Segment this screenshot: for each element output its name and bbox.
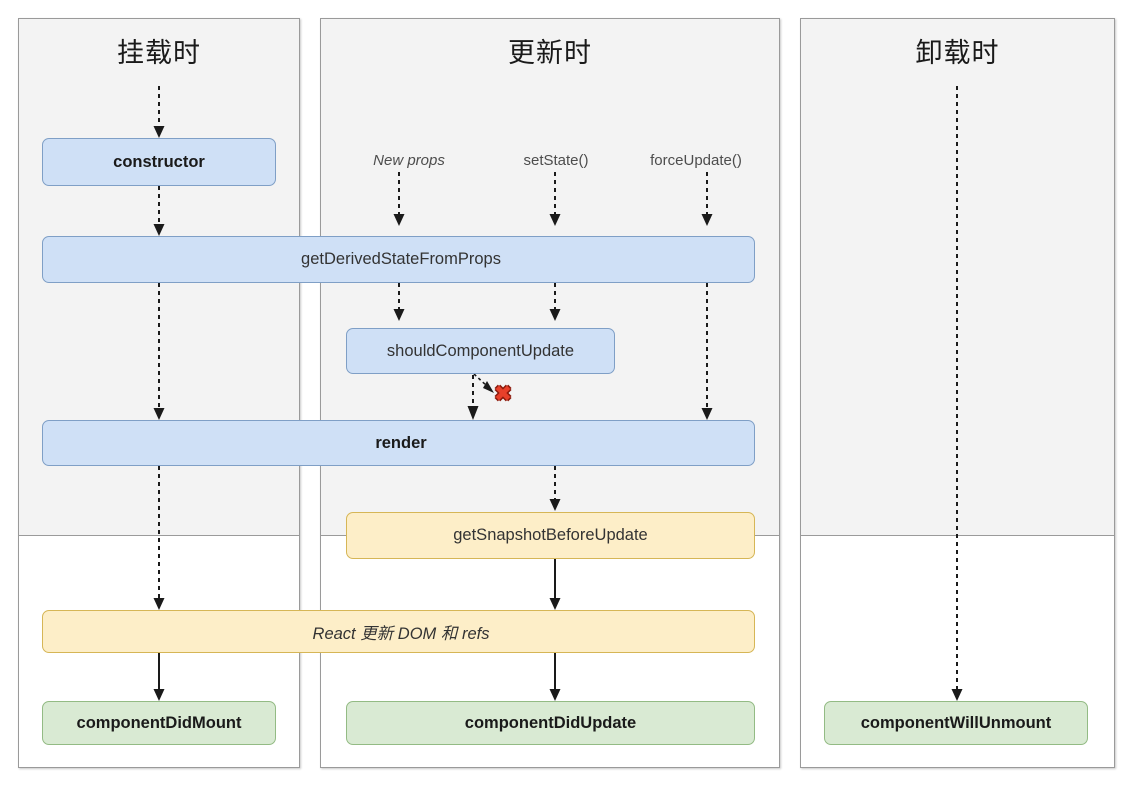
lifecycle-node-react-updates-dom-label: React 更新 DOM 和 refs — [312, 624, 490, 643]
lifecycle-node-constructor[interactable]: constructor — [42, 138, 276, 186]
trigger-force-update: forceUpdate() — [650, 152, 742, 169]
lifecycle-node-render[interactable]: render — [42, 420, 755, 466]
phase-title-update: 更新时 — [508, 38, 592, 68]
lifecycle-node-component-did-update[interactable]: componentDidUpdate — [346, 701, 755, 745]
lifecycle-node-constructor-label: constructor — [113, 152, 205, 171]
lifecycle-node-component-did-mount[interactable]: componentDidMount — [42, 701, 276, 745]
lifecycle-node-should-component-update-label: shouldComponentUpdate — [386, 341, 575, 360]
lifecycle-node-get-derived-state-from-props[interactable]: getDerivedStateFromProps — [42, 236, 755, 283]
lifecycle-node-should-component-update[interactable]: shouldComponentUpdate — [346, 328, 615, 374]
lifecycle-node-component-will-unmount-label: componentWillUnmount — [860, 713, 1052, 732]
lifecycle-node-component-did-mount-label: componentDidMount — [76, 713, 242, 732]
phase-title-unmount: 卸载时 — [915, 38, 1000, 68]
skip-render-x-icon: ✖ — [493, 381, 513, 406]
phase-title-mount: 挂载时 — [117, 38, 201, 68]
lifecycle-node-get-derived-state-from-props-label: getDerivedStateFromProps — [301, 250, 501, 268]
lifecycle-node-get-snapshot-before-update[interactable]: getSnapshotBeforeUpdate — [346, 512, 755, 559]
lifecycle-node-component-will-unmount[interactable]: componentWillUnmount — [824, 701, 1088, 745]
lifecycle-node-render-label: render — [375, 433, 427, 452]
lifecycle-node-component-did-update-label: componentDidUpdate — [464, 713, 637, 732]
lifecycle-node-get-snapshot-before-update-label: getSnapshotBeforeUpdate — [453, 526, 648, 544]
trigger-new-props: New props — [373, 152, 445, 169]
trigger-set-state: setState() — [523, 152, 589, 169]
lifecycle-node-react-updates-dom[interactable]: React 更新 DOM 和 refs — [42, 610, 755, 653]
